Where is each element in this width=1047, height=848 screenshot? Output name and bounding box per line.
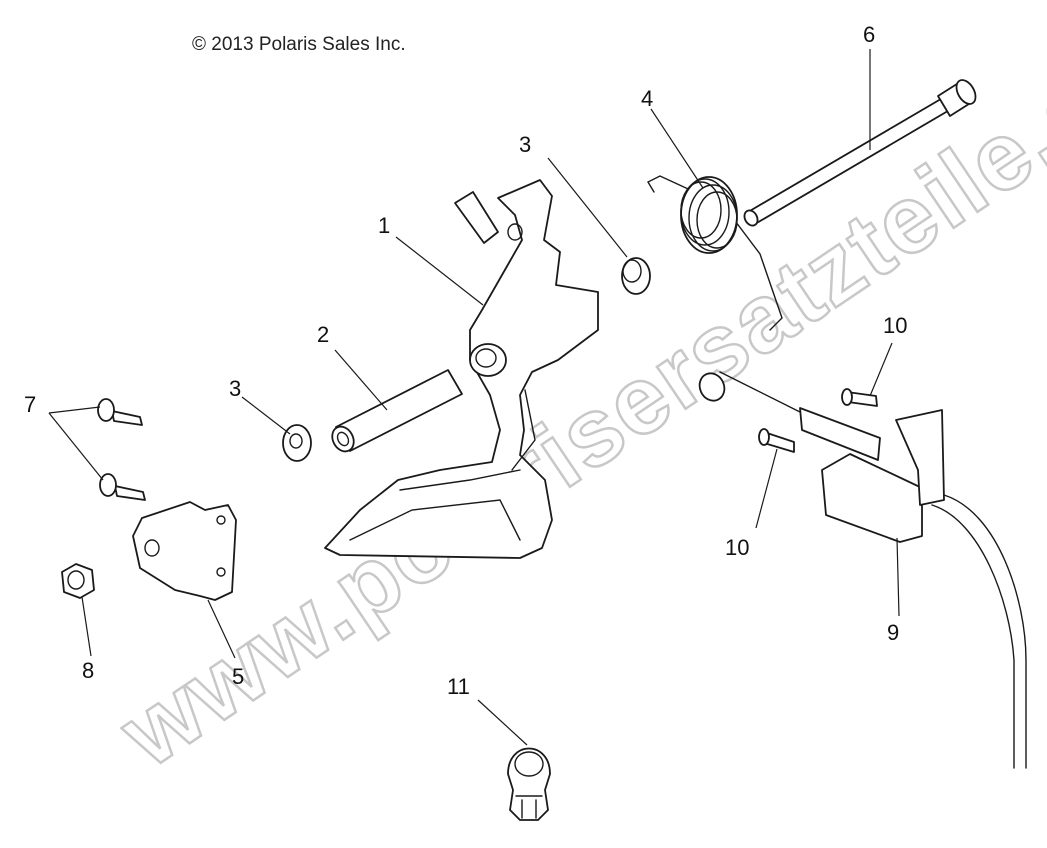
copyright-text: © 2013 Polaris Sales Inc. bbox=[192, 34, 406, 55]
callout-3-lower: 3 bbox=[229, 376, 241, 401]
part-8-nut bbox=[61, 563, 95, 599]
leader-lines bbox=[48, 49, 900, 746]
callout-7: 7 bbox=[24, 392, 36, 417]
callout-4: 4 bbox=[641, 86, 653, 111]
callout-9: 9 bbox=[887, 620, 899, 645]
part-4-spring bbox=[647, 175, 783, 331]
part-3-bushing-upper bbox=[621, 257, 651, 295]
part-5-plate bbox=[132, 501, 237, 601]
callout-2: 2 bbox=[317, 322, 329, 347]
callout-8: 8 bbox=[82, 658, 94, 683]
part-1-pedal bbox=[324, 179, 599, 559]
part-11-clip bbox=[507, 747, 551, 821]
part-10-pin-lower bbox=[758, 428, 795, 453]
part-10-pin-upper bbox=[841, 388, 878, 407]
part-9-cable bbox=[698, 371, 1027, 769]
part-2-tube bbox=[331, 369, 463, 453]
callout-11: 11 bbox=[447, 674, 470, 699]
callout-10-lower: 10 bbox=[725, 535, 749, 560]
part-7-screws bbox=[97, 398, 146, 501]
callout-10-upper: 10 bbox=[883, 313, 907, 338]
callout-3-upper: 3 bbox=[519, 132, 531, 157]
callout-1: 1 bbox=[378, 213, 390, 238]
callout-5: 5 bbox=[232, 664, 244, 689]
callout-6: 6 bbox=[863, 22, 875, 47]
part-3-bushing-lower bbox=[282, 424, 312, 462]
part-6-bolt bbox=[743, 79, 977, 227]
